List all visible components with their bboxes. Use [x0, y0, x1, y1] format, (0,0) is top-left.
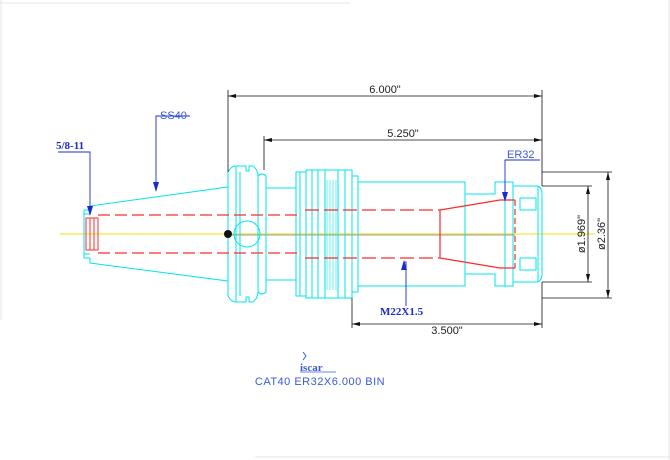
- leader-lines: [58, 115, 540, 306]
- brand-logo: iscar: [300, 351, 336, 374]
- dimension-arrowheads: [228, 94, 610, 326]
- dim-nut-length: 3.500": [431, 325, 463, 337]
- callout-nut-thread: M22X1.5: [380, 306, 424, 318]
- part-name: CAT40 ER32X6.000 BIN: [255, 376, 385, 388]
- thread-bore: [85, 217, 99, 251]
- callout-pull-stud-thread: 5/8-11: [56, 140, 84, 152]
- collar-knurl: [326, 180, 337, 290]
- drive-key-hole: [224, 230, 232, 238]
- dim-diameter-small: ø1.969": [576, 215, 588, 253]
- dim-diameter-large: ø2.36": [596, 218, 608, 250]
- callout-taper: SS40: [160, 110, 187, 122]
- dim-flange-length: 5.250": [387, 128, 419, 140]
- tool-holder-body: [83, 165, 543, 303]
- dimension-lines: [227, 90, 612, 328]
- dim-overall-length: 6.000": [369, 84, 401, 96]
- brand-logo-text: iscar: [300, 362, 323, 374]
- leader-arrowheads: [87, 182, 508, 270]
- hidden-bore-lines: [98, 199, 516, 269]
- callout-collet: ER32: [507, 149, 535, 161]
